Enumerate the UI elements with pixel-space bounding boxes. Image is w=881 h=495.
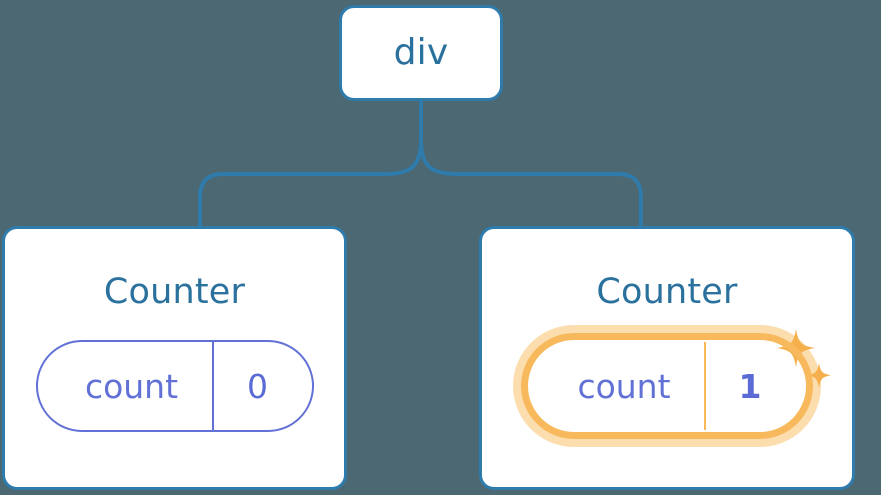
counter-left-title: Counter xyxy=(103,272,246,312)
node-div-label: div xyxy=(393,32,449,73)
state-pill-body-left: count 0 xyxy=(35,340,314,432)
state-pill-count-left[interactable]: count 0 xyxy=(35,340,314,432)
node-counter-left[interactable]: Counter count 0 xyxy=(2,226,347,490)
state-pill-count-right[interactable]: count 1 xyxy=(513,325,821,447)
counter-left-content: Counter count 0 xyxy=(5,229,344,487)
sparkle-small-icon xyxy=(807,363,831,388)
counter-right-title: Counter xyxy=(596,272,738,312)
state-key-right: count xyxy=(530,342,706,430)
counter-right-content: Counter count 1 xyxy=(482,229,852,487)
state-value-right: 1 xyxy=(738,366,762,406)
state-pill-body-right: count 1 xyxy=(528,340,806,432)
node-counter-right[interactable]: Counter count 1 xyxy=(479,226,855,490)
state-value-left: 0 xyxy=(247,366,268,406)
connector-to-counter-right xyxy=(419,138,643,228)
node-div[interactable]: div xyxy=(339,5,503,101)
connector-to-counter-left xyxy=(198,138,423,228)
state-key-left: count xyxy=(38,342,214,430)
